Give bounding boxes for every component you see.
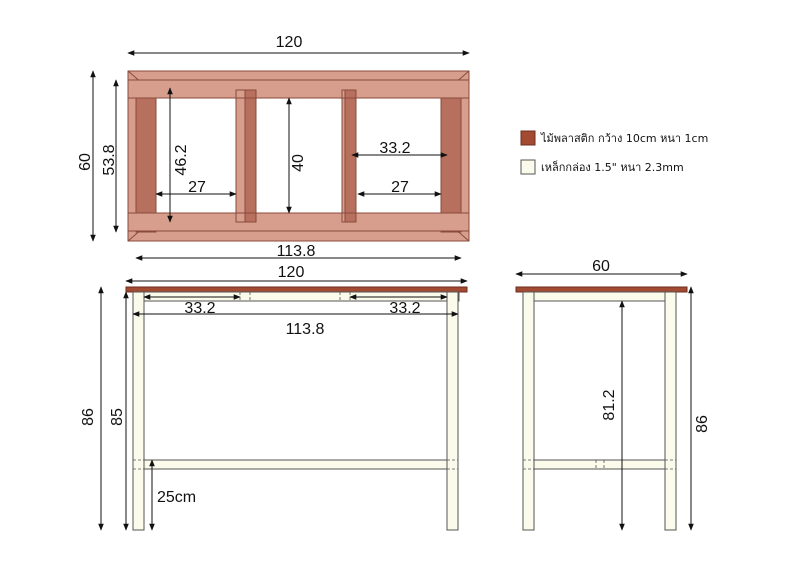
legend-label-steel: เหล็กกล่อง 1.5" หนา 2.3mm [541,160,684,174]
dim-front-inner-width: 113.8 [286,321,325,338]
legend: ไม้พลาสติก กว้าง 10cm หนา 1cm เหล็กกล่อง… [520,130,708,175]
legend-swatch-steel [520,159,536,175]
dim-top-width: 120 [276,34,303,51]
dim-leg-height: 85 [109,408,126,426]
dim-bay-width: 33.2 [379,140,410,157]
side-view: 60 81.2 86 [515,258,711,531]
dim-top-depth: 60 [77,153,94,171]
front-view: 120 33.2 33.2 113.8 86 85 25cm [80,264,468,531]
legend-swatch-wood [520,130,536,146]
side-tabletop [515,286,688,293]
top-rail-right [440,79,462,233]
top-rail-left [135,79,157,233]
dim-middle-opening-depth: 40 [290,154,307,172]
top-board-front [127,212,470,232]
dim-side-inner-height: 81.2 [601,389,618,420]
front-tabletop [125,286,468,293]
legend-label-wood: ไม้พลาสติก กว้าง 10cm หนา 1cm [540,132,708,145]
dim-opening-width-left: 27 [188,179,206,196]
dim-side-depth: 60 [592,258,610,275]
side-lower-rail [533,459,666,470]
top-board-back [127,79,470,99]
dim-front-width: 120 [278,264,305,281]
dim-opening-depth: 46.2 [173,144,190,175]
dim-top-inner-depth: 53.8 [101,144,118,175]
front-leg-left [132,291,145,531]
top-view: 120 60 53.8 46.2 40 27 33.2 27 113.8 [77,34,470,261]
side-leg-right [664,291,677,531]
dim-front-height: 86 [80,408,97,426]
dim-side-height: 86 [694,415,711,433]
top-opening-middle [255,97,343,214]
dim-opening-width-right: 27 [391,179,409,196]
front-leg-right [446,291,459,531]
dim-rail-height: 25cm [157,489,196,506]
side-leg-left [522,291,535,531]
side-top-apron [522,291,677,302]
dim-top-inner-width: 113.8 [277,243,316,260]
front-lower-rail [143,459,448,470]
